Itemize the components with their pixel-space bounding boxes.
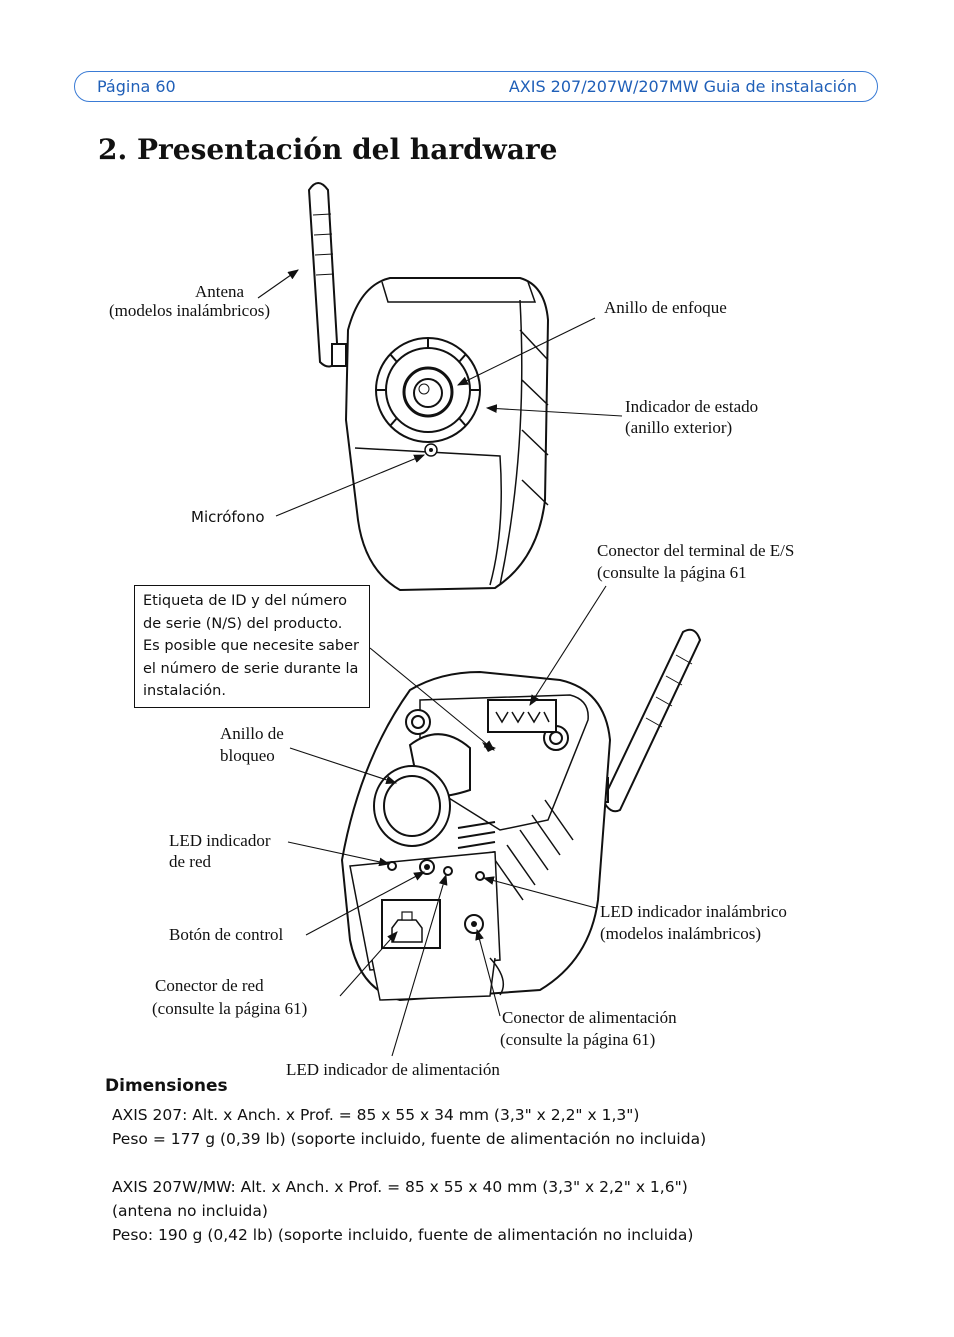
label-microphone: Micrófono	[191, 508, 265, 526]
label-focus-ring: Anillo de enfoque	[604, 298, 727, 317]
id-label-line: Es posible que necesite saber	[143, 638, 359, 654]
label-power-connector: Conector de alimentación	[502, 1008, 677, 1027]
label-status-indicator-note: (anillo exterior)	[625, 418, 733, 437]
label-wireless-led: LED indicador inalámbrico	[600, 902, 787, 921]
dimensions-line: Peso: 190 g (0,42 lb) (soporte incluido,…	[112, 1226, 694, 1244]
label-power-led: LED indicador de alimentación	[286, 1060, 500, 1079]
label-status-indicator: Indicador de estado	[625, 397, 759, 416]
label-io-connector: Conector del terminal de E/S	[597, 541, 795, 560]
label-locking-ring-2: bloqueo	[220, 746, 275, 765]
label-antenna-note: (modelos inalámbricos)	[109, 301, 270, 320]
label-io-connector-note: (consulte la página 61	[597, 563, 747, 582]
id-label-line: de serie (N/S) del producto.	[143, 615, 343, 632]
label-control-button: Botón de control	[169, 925, 284, 944]
camera-front-view	[307, 182, 550, 592]
label-network-led: LED indicador	[169, 831, 271, 850]
label-locking-ring: Anillo de	[220, 724, 284, 743]
label-antenna: Antena	[195, 282, 245, 301]
dimensions-line: Peso = 177 g (0,39 lb) (soporte incluido…	[112, 1130, 707, 1148]
dimensions-line: AXIS 207W/MW: Alt. x Anch. x Prof. = 85 …	[112, 1178, 688, 1196]
id-label-line: el número de serie durante la	[143, 660, 359, 677]
page-header: Página 60 AXIS 207/207W/207MW Guia de in…	[74, 71, 878, 102]
label-power-connector-note: (consulte la página 61)	[500, 1030, 656, 1049]
dimensions-heading: Dimensiones	[105, 1076, 228, 1096]
label-wireless-led-note: (modelos inalámbricos)	[600, 924, 761, 943]
page-number: Página 60	[97, 77, 176, 96]
document-title: AXIS 207/207W/207MW Guia de instalación	[508, 77, 857, 96]
id-label-line: instalación.	[143, 683, 226, 699]
label-network-connector: Conector de red	[155, 976, 264, 995]
id-label-line: Etiqueta de ID y del número	[143, 593, 348, 609]
label-network-led-2: de red	[169, 852, 212, 871]
label-network-connector-note: (consulte la página 61)	[152, 999, 308, 1018]
dimensions-line: AXIS 207: Alt. x Anch. x Prof. = 85 x 55…	[112, 1106, 640, 1124]
id-label-callout: Etiqueta de ID y del número de serie (N/…	[134, 585, 370, 708]
section-title: 2. Presentación del hardware	[98, 133, 558, 166]
dimensions-line: (antena no incluida)	[112, 1202, 268, 1220]
